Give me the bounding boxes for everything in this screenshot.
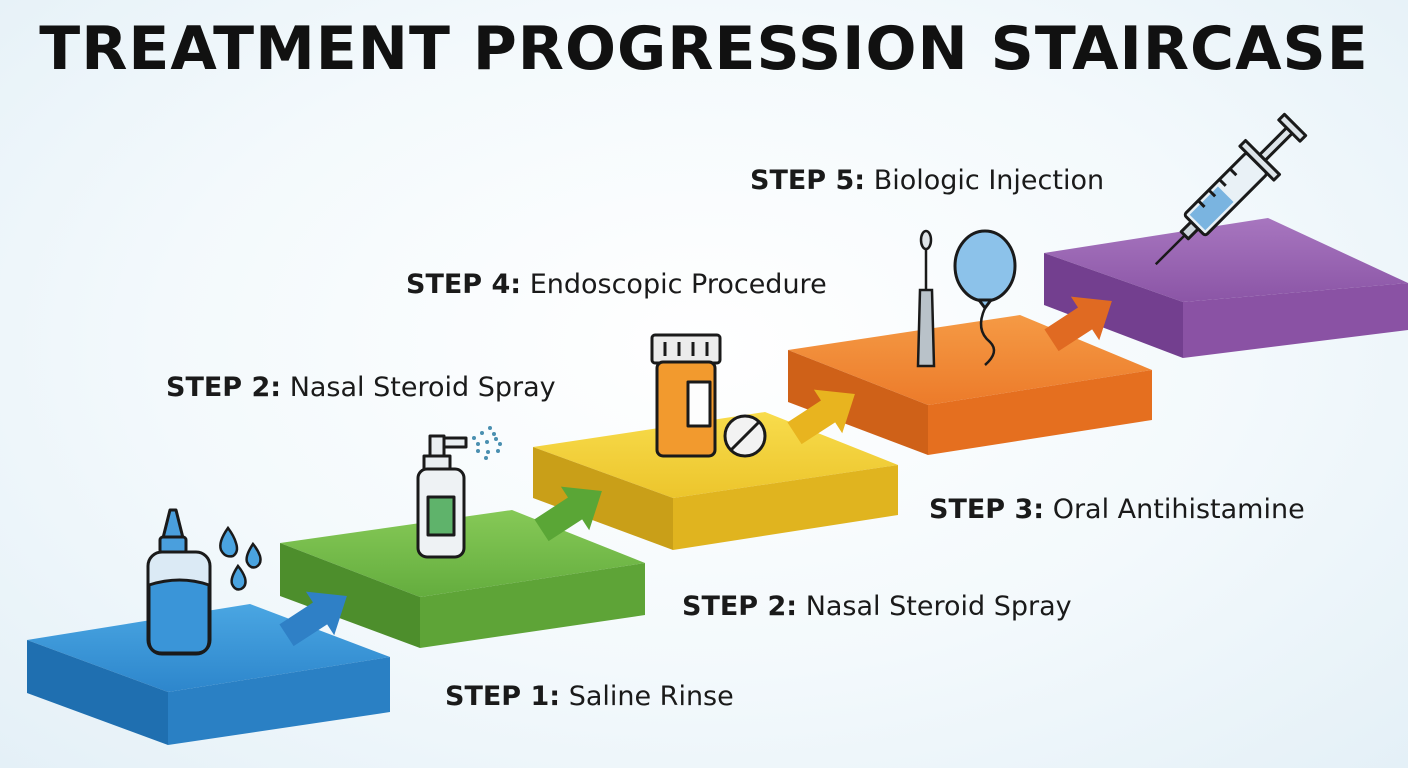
- step-2-label: STEP 2: Nasal Steroid Spray: [682, 591, 1072, 622]
- saline-bottle-icon: [146, 508, 212, 656]
- step-5-label: STEP 5: Biologic Injection: [750, 165, 1105, 196]
- step-5-block: [1044, 218, 1408, 358]
- step-4-block: [788, 315, 1152, 455]
- endoscope-icon: [916, 229, 936, 368]
- step-1-label: STEP 1: Saline Rinse: [445, 681, 734, 712]
- step-4-label: STEP 4: Endoscopic Procedure: [406, 269, 827, 300]
- arrow-step1-to-step2: [279, 591, 347, 647]
- arrow-step2-to-step3: [534, 486, 602, 542]
- arrow-step3-to-step4: [787, 389, 855, 445]
- arrow-step4-to-step5: [1044, 296, 1112, 352]
- tablet-icon: [723, 414, 767, 458]
- page-title: TREATMENT PROGRESSION STAIRCASE: [39, 14, 1369, 84]
- balloon-icon: [953, 229, 1017, 366]
- step-2-label-upper: STEP 2: Nasal Steroid Spray: [166, 372, 556, 403]
- step-3-label: STEP 3: Oral Antihistamine: [929, 494, 1305, 525]
- syringe-icon: [1154, 112, 1308, 266]
- nasal-spray-icon: [416, 426, 502, 559]
- pill-bottle-icon: [650, 333, 722, 458]
- water-drops-icon: [219, 525, 262, 591]
